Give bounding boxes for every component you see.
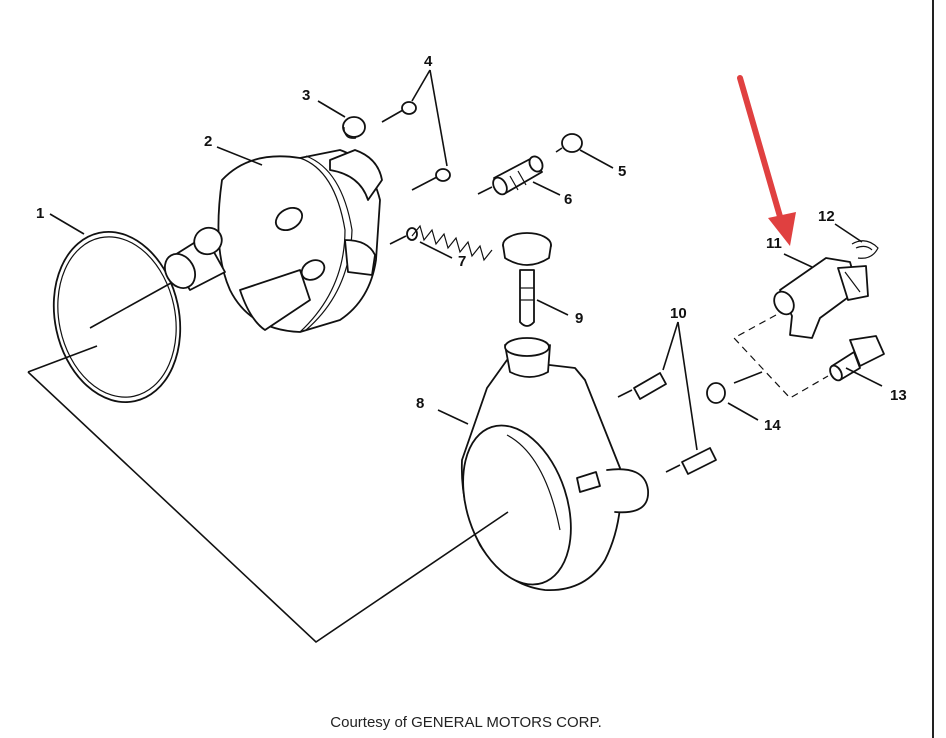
part-9-dipstick-cap [502, 232, 552, 327]
part-8-reservoir [460, 337, 649, 591]
part-1-seal-ring [52, 230, 182, 404]
exploded-parts-diagram: 1 2 3 4 5 6 7 8 9 10 11 12 13 14 [27, 53, 907, 644]
callout-3: 3 [302, 87, 310, 104]
callout-13: 13 [890, 387, 907, 404]
part-11-pressure-switch [773, 257, 869, 339]
callout-1: 1 [36, 205, 44, 222]
assembly-guide-lines [27, 314, 829, 644]
callout-7: 7 [458, 253, 466, 270]
diagram-caption: Courtesy of GENERAL MOTORS CORP. [330, 714, 602, 731]
callout-8: 8 [416, 395, 424, 412]
part-6-flow-valve [477, 155, 544, 196]
highlight-arrow [737, 75, 796, 246]
part-13-bolt [829, 335, 885, 382]
part-10-fittings [617, 372, 717, 475]
callout-2: 2 [204, 133, 212, 150]
part-12-retaining-clip [851, 240, 879, 259]
callout-9: 9 [575, 310, 583, 327]
part-5-o-ring [555, 133, 583, 153]
callout-10: 10 [670, 305, 687, 322]
part-4-o-rings [381, 101, 451, 191]
callout-6: 6 [564, 191, 572, 208]
part-3-plug [342, 116, 366, 139]
callout-12: 12 [818, 208, 835, 225]
callout-14: 14 [764, 417, 781, 434]
callout-5: 5 [618, 163, 626, 180]
page-border [932, 0, 934, 738]
part-14-o-ring [706, 371, 763, 404]
callout-4: 4 [424, 53, 433, 70]
callout-11: 11 [766, 235, 782, 252]
part-7-spring [389, 224, 493, 262]
leader-lines [49, 69, 883, 451]
part-2-pump-body [164, 149, 383, 333]
